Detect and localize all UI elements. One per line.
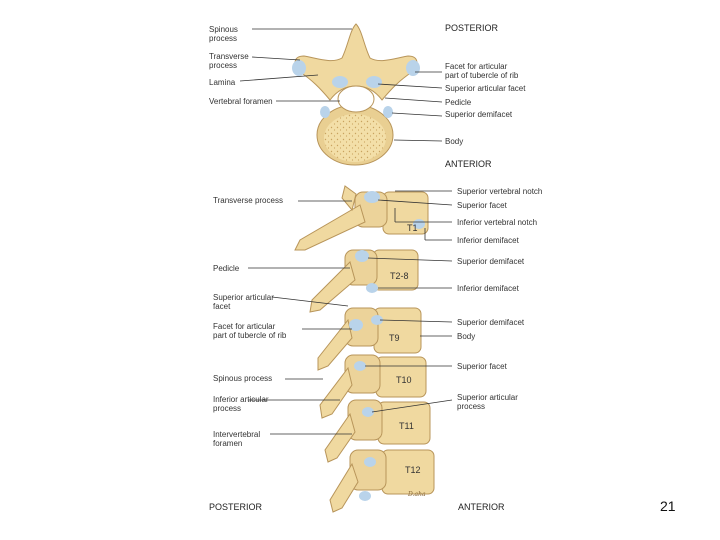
facet-t1-superior xyxy=(364,191,380,203)
leader-lines-superior xyxy=(239,28,443,142)
facet-t9-demifacet xyxy=(371,315,383,325)
label-pedicle-lateral: Pedicle xyxy=(213,264,240,273)
label-superior-vertebral-notch: Superior vertebral notch xyxy=(457,187,543,196)
spinous-t11 xyxy=(324,412,356,463)
label-vertebral-foramen: Vertebral foramen xyxy=(209,97,273,106)
label-inferior-demifacet-2: Inferior demifacet xyxy=(457,284,519,293)
label-spinous-process-top: Spinous process xyxy=(209,25,238,43)
body-t9 xyxy=(373,307,422,354)
label-transverse-process-top: Transverse process xyxy=(209,52,249,70)
label-lamina: Lamina xyxy=(209,78,236,87)
label-superior-articular-process: Superior articular process xyxy=(457,393,518,411)
label-superior-demifacet-1: Superior demifacet xyxy=(457,257,525,266)
spinous-t10 xyxy=(319,366,353,419)
label-spinous-process-lateral: Spinous process xyxy=(213,374,273,383)
body-t2-8 xyxy=(372,249,419,291)
label-intervertebral-foramen: Intervertebral foramen xyxy=(213,430,261,448)
transverse-process-t1 xyxy=(341,185,357,212)
label-anterior-bottom: ANTERIOR xyxy=(458,502,505,512)
label-facet-tubercle-top: Facet for articular part of tubercle of … xyxy=(445,62,519,80)
facet-t10-superior xyxy=(354,361,366,371)
facet-t11-superior xyxy=(362,407,374,417)
label-superior-articular-facet-lateral: Superior articular facet xyxy=(213,293,274,311)
label-inferior-articular-process: Inferior articular process xyxy=(213,395,269,413)
label-superior-facet-1: Superior facet xyxy=(457,201,507,210)
label-transverse-process-lateral: Transverse process xyxy=(213,196,283,205)
label-anterior-top: ANTERIOR xyxy=(445,159,492,169)
facet-t1-demifacet xyxy=(413,219,425,229)
superior-view-vertebra xyxy=(292,23,420,166)
superior-articular-facet-right xyxy=(366,76,382,88)
vertebra-label-t11: T11 xyxy=(399,421,414,431)
spinous-t2-8 xyxy=(309,261,356,313)
vertebra-label-t2-8: T2-8 xyxy=(390,271,409,281)
label-inferior-demifacet-1: Inferior demifacet xyxy=(457,236,519,245)
vertebra-label-t9: T9 xyxy=(389,333,400,343)
page-number: 21 xyxy=(660,498,676,514)
superior-demifacet-left xyxy=(320,106,330,118)
superior-articular-facet-left xyxy=(332,76,348,88)
artist-signature: D.aha xyxy=(407,491,426,498)
label-body-top: Body xyxy=(445,137,464,146)
vertebra-label-t10: T10 xyxy=(396,375,412,385)
leader-lines-lateral xyxy=(248,190,453,435)
facet-t2-demifacet xyxy=(366,283,378,293)
label-superior-demifacet-2: Superior demifacet xyxy=(457,318,525,327)
transverse-facet-left xyxy=(292,60,306,76)
vertebra-label-t12: T12 xyxy=(405,465,421,475)
facet-t12-superior xyxy=(364,457,376,467)
superior-demifacet-right xyxy=(383,106,393,118)
label-inferior-vertebral-notch: Inferior vertebral notch xyxy=(457,218,538,227)
label-superior-articular-facet-top: Superior articular facet xyxy=(445,84,526,93)
spinous-t1 xyxy=(294,204,366,251)
label-superior-demifacet-top: Superior demifacet xyxy=(445,110,513,119)
vertebral-arch xyxy=(294,23,418,101)
spinous-t12 xyxy=(329,462,359,513)
label-posterior-bottom: POSTERIOR xyxy=(209,502,263,512)
label-body-lateral: Body xyxy=(457,332,476,341)
label-posterior-top: POSTERIOR xyxy=(445,23,499,33)
label-facet-tubercle-lateral: Facet for articular part of tubercle of … xyxy=(213,322,287,340)
transverse-facet-right xyxy=(406,60,420,76)
lateral-column: T1 T2-8 T9 T10 T11 T12 D.aha xyxy=(294,185,435,513)
facet-t9-superior xyxy=(349,319,363,331)
facet-t12-inferior xyxy=(359,491,371,501)
vertebra-label-t1: T1 xyxy=(407,223,418,233)
spongy-bone xyxy=(324,114,386,162)
label-superior-facet-2: Superior facet xyxy=(457,362,507,371)
spinous-t9 xyxy=(317,318,353,371)
label-pedicle-top: Pedicle xyxy=(445,98,472,107)
facet-t2-superior xyxy=(355,250,369,262)
vertebral-foramen xyxy=(337,85,375,113)
